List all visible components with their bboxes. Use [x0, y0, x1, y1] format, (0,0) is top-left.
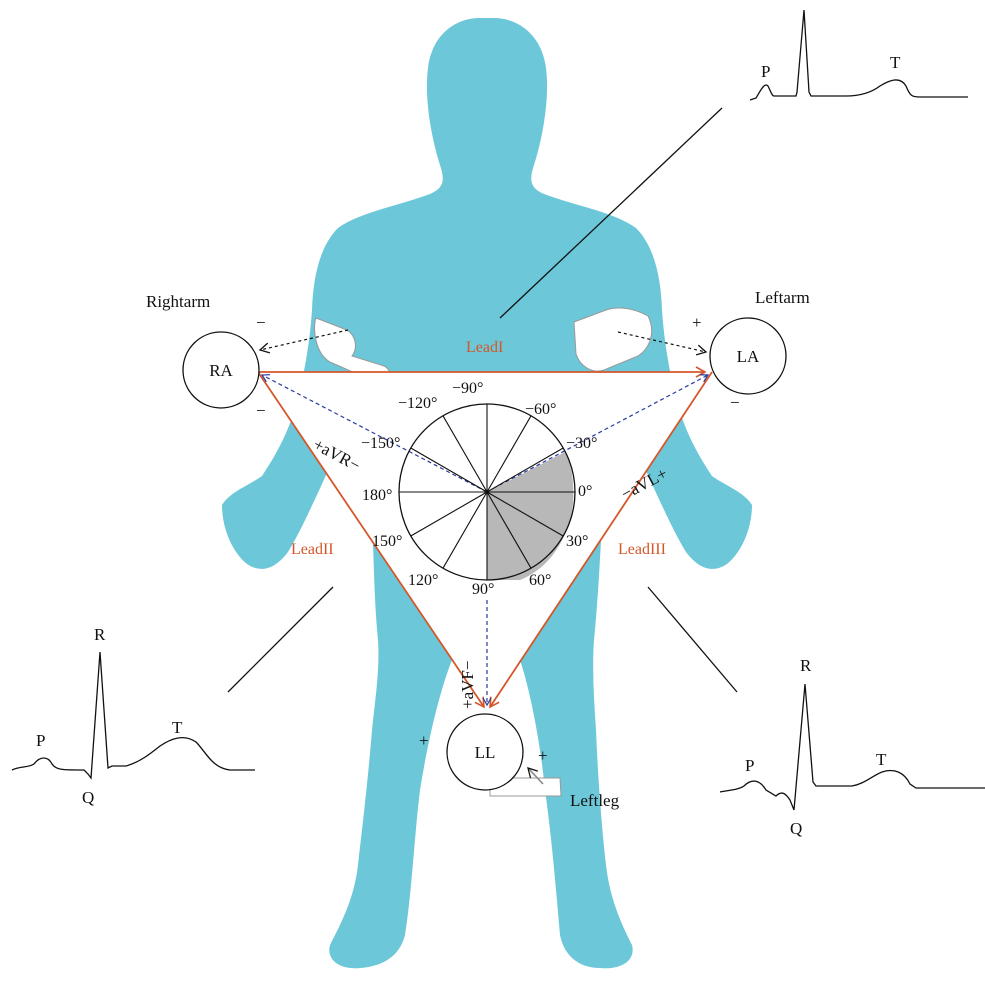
wave-left-p: P	[36, 731, 45, 750]
wave-top-trace	[750, 10, 968, 100]
wave-top-p: P	[761, 62, 770, 81]
deg-minus-30: −30°	[566, 435, 597, 452]
deg-minus-120: −120°	[398, 395, 437, 412]
connector-right	[648, 587, 737, 692]
ra-sign-bottom: −	[256, 401, 266, 420]
ll-electrode: LL	[447, 714, 523, 790]
left-arm-label: Leftarm	[755, 288, 810, 307]
lead-ii-label: LeadII	[291, 541, 334, 558]
lead-iii-label: LeadIII	[618, 541, 666, 558]
ecg-wave-right: P R Q T	[720, 656, 985, 838]
lead-i-label: LeadI	[466, 339, 503, 356]
deg-minus-60: −60°	[525, 401, 556, 418]
wave-right-p: P	[745, 756, 754, 775]
la-label: LA	[737, 347, 760, 366]
wave-left-q: Q	[82, 788, 94, 807]
wave-left-trace	[12, 652, 255, 778]
ra-electrode: RA	[183, 332, 259, 408]
la-sign-top: +	[692, 313, 702, 332]
deg-minus-150: −150°	[361, 435, 400, 452]
deg-90: 90°	[472, 581, 494, 598]
deg-60: 60°	[529, 572, 551, 589]
deg-150: 150°	[372, 533, 402, 550]
right-arm-label: Rightarm	[146, 292, 210, 311]
ll-sign-right: +	[538, 746, 548, 765]
deg-0: 0°	[578, 483, 592, 500]
deg-180: 180°	[362, 487, 392, 504]
la-electrode: LA	[710, 318, 786, 394]
wave-right-q: Q	[790, 819, 802, 838]
wave-right-trace	[720, 684, 985, 810]
deg-120: 120°	[408, 572, 438, 589]
wave-left-r: R	[94, 625, 106, 644]
left-leg-label: Leftleg	[570, 791, 620, 810]
avf-label: +aVF−	[458, 661, 477, 709]
deg-minus-90: −90°	[452, 380, 483, 397]
ra-sign-top: −	[256, 313, 266, 332]
la-sign-bottom: −	[730, 393, 740, 412]
wave-left-t: T	[172, 718, 183, 737]
connector-left	[228, 587, 333, 692]
wave-top-t: T	[890, 53, 901, 72]
ll-sign-left: +	[419, 731, 429, 750]
ecg-wave-top: P T	[750, 10, 968, 100]
ra-label: RA	[209, 361, 233, 380]
deg-30: 30°	[566, 533, 588, 550]
ll-label: LL	[475, 743, 496, 762]
wave-right-r: R	[800, 656, 812, 675]
ecg-wave-left: P R Q T	[12, 625, 255, 807]
wave-right-t: T	[876, 750, 887, 769]
